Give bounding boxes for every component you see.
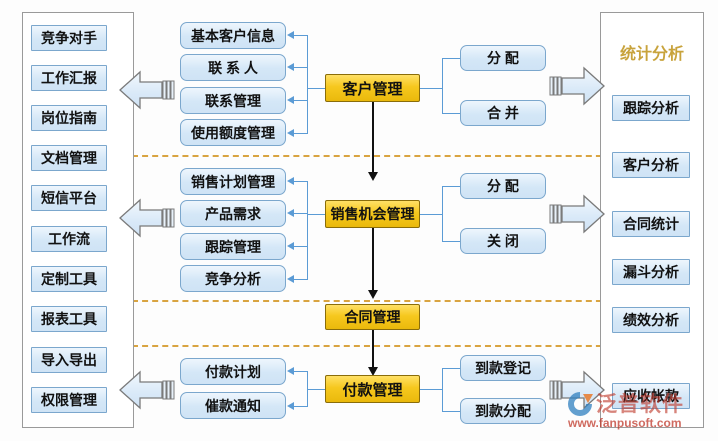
connector-s4-hub-to-left	[307, 389, 325, 390]
node-merge-customer[interactable]: 合 并	[460, 100, 546, 126]
analysis-item-1[interactable]: 客户分析	[612, 152, 690, 178]
connector-s2-left-b1	[294, 213, 308, 214]
node-receipt-registration[interactable]: 到款登记	[460, 355, 546, 381]
block-arrow-left-1	[118, 66, 176, 114]
sidebar-item-2[interactable]: 岗位指南	[31, 105, 107, 131]
hub-payment-management[interactable]: 付款管理	[325, 375, 420, 403]
arrowhead-s1-b1	[287, 63, 294, 71]
sidebar-item-4[interactable]: 短信平台	[31, 185, 107, 211]
connector-s4-right-trunk	[442, 368, 443, 411]
node-sales-plan-management[interactable]: 销售计划管理	[180, 168, 286, 195]
connector-s2-right-b0	[442, 186, 460, 187]
node-product-requirement[interactable]: 产品需求	[180, 200, 286, 227]
analysis-item-4[interactable]: 绩效分析	[612, 307, 690, 333]
arrowhead-s2-b1	[287, 209, 294, 217]
hub-sales-opportunity-management[interactable]: 销售机会管理	[325, 200, 420, 228]
arrowhead-s4-b1	[287, 402, 294, 410]
connector-s2-left-b0	[294, 181, 308, 182]
node-payment-plan[interactable]: 付款计划	[180, 358, 286, 385]
connector-s2-right-trunk	[442, 186, 443, 241]
connector-s1-left-b0	[294, 35, 308, 36]
connector-s2-left-b2	[294, 246, 308, 247]
node-tracking-management[interactable]: 跟踪管理	[180, 233, 286, 260]
node-assign-opportunity[interactable]: 分 配	[460, 173, 546, 199]
block-arrow-left-2	[118, 194, 176, 242]
connector-s2-left-trunk	[307, 181, 308, 279]
connector-s1-right-trunk	[442, 58, 443, 113]
right-panel-title: 统计分析	[619, 46, 684, 63]
analysis-item-5[interactable]: 应收帐款	[612, 383, 690, 409]
arrowhead-s2-b2	[287, 242, 294, 250]
analysis-item-3[interactable]: 漏斗分析	[612, 259, 690, 285]
connector-s1-hub-to-right	[420, 88, 442, 89]
section-divider-2	[132, 300, 612, 302]
sidebar-item-7[interactable]: 报表工具	[31, 306, 107, 332]
analysis-item-2[interactable]: 合同统计	[612, 211, 690, 237]
connector-s4-left-b1	[294, 406, 308, 407]
connector-s4-right-b1	[442, 411, 460, 412]
node-close-opportunity[interactable]: 关 闭	[460, 228, 546, 254]
sidebar-item-9[interactable]: 权限管理	[31, 387, 107, 413]
sidebar-item-1[interactable]: 工作汇报	[31, 65, 107, 91]
block-arrow-right-2	[548, 190, 606, 238]
connector-s4-left-b0	[294, 371, 308, 372]
arrowhead-s1-b3	[287, 129, 294, 137]
connector-s2-hub-to-right	[420, 214, 442, 215]
node-payment-reminder[interactable]: 催款通知	[180, 392, 286, 419]
arrowhead-s1-b0	[287, 31, 294, 39]
sidebar-item-6[interactable]: 定制工具	[31, 266, 107, 292]
connector-s1-hub-to-left	[307, 88, 325, 89]
analysis-item-0[interactable]: 跟踪分析	[612, 95, 690, 121]
connector-s4-left-trunk	[307, 371, 308, 406]
arrowhead-s2-b0	[287, 177, 294, 185]
flow-arrow-s2-to-s3-head	[368, 290, 378, 299]
connector-s4-right-b0	[442, 368, 460, 369]
node-contact-management[interactable]: 联系管理	[180, 87, 286, 114]
node-receipt-allocation[interactable]: 到款分配	[460, 398, 546, 424]
sidebar-item-8[interactable]: 导入导出	[31, 347, 107, 373]
hub-customer-management[interactable]: 客户管理	[325, 74, 420, 102]
connector-s1-right-b1	[442, 113, 460, 114]
sidebar-item-0[interactable]: 竞争对手	[31, 25, 107, 51]
sidebar-item-5[interactable]: 工作流	[31, 226, 107, 252]
flow-arrow-s2-to-s3-line	[372, 228, 374, 294]
connector-s1-left-b3	[294, 133, 308, 134]
flow-arrow-s3-to-s4-line	[372, 330, 374, 372]
arrowhead-s4-b0	[287, 367, 294, 375]
flow-arrow-s1-to-s2-line	[372, 102, 374, 177]
connector-s1-left-b2	[294, 100, 308, 101]
connector-s2-right-b1	[442, 241, 460, 242]
flow-arrow-s3-to-s4-head	[368, 367, 378, 376]
node-contacts[interactable]: 联 系 人	[180, 54, 286, 81]
node-competition-analysis[interactable]: 竞争分析	[180, 265, 286, 292]
node-credit-limit-management[interactable]: 使用额度管理	[180, 119, 286, 146]
node-assign-customer[interactable]: 分 配	[460, 45, 546, 71]
block-arrow-left-3	[118, 366, 176, 414]
flow-arrow-s1-to-s2-head	[368, 172, 378, 181]
hub-contract-management[interactable]: 合同管理	[325, 304, 420, 330]
sidebar-item-3[interactable]: 文档管理	[31, 145, 107, 171]
arrowhead-s1-b2	[287, 96, 294, 104]
connector-s1-left-trunk	[307, 35, 308, 133]
block-arrow-right-1	[548, 62, 606, 110]
connector-s1-right-b0	[442, 58, 460, 59]
node-basic-customer-info[interactable]: 基本客户信息	[180, 22, 286, 49]
connector-s2-hub-to-left	[307, 214, 325, 215]
connector-s2-left-b3	[294, 279, 308, 280]
block-arrow-right-3	[548, 366, 606, 414]
connector-s4-hub-to-right	[420, 389, 442, 390]
connector-s1-left-b1	[294, 67, 308, 68]
arrowhead-s2-b3	[287, 275, 294, 283]
